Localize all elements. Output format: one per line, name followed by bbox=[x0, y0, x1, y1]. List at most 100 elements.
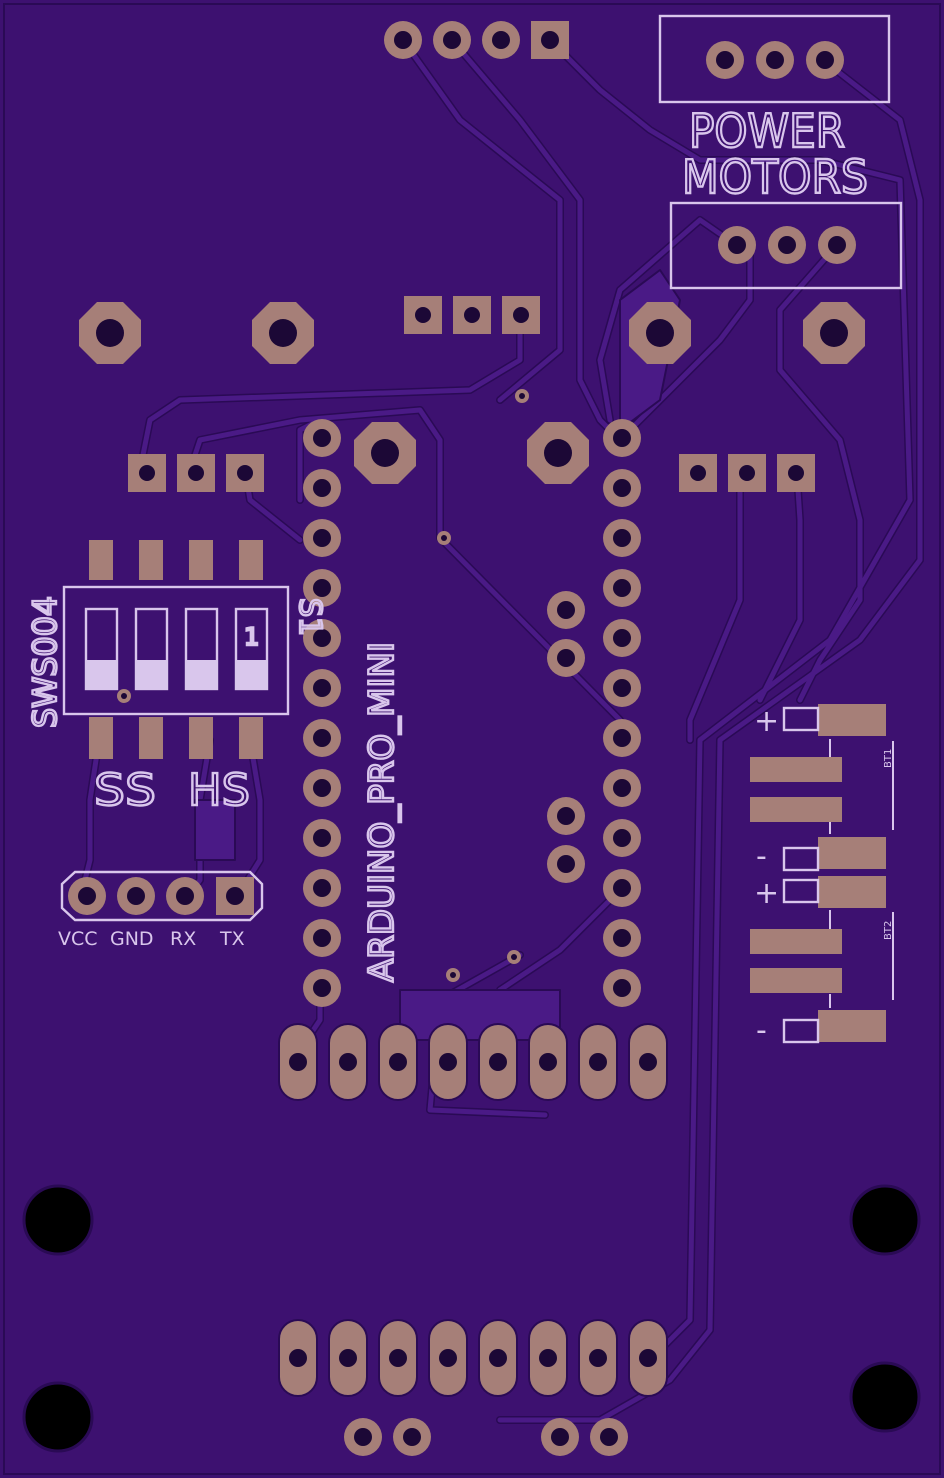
dip-switch-outline bbox=[62, 585, 290, 716]
switch-slot bbox=[184, 607, 219, 691]
octagon-pad bbox=[527, 422, 589, 484]
gnd-label: GND bbox=[110, 928, 154, 950]
pad bbox=[303, 719, 341, 757]
bt1-minus: - bbox=[756, 839, 767, 874]
oval-pad bbox=[478, 1023, 518, 1101]
oval-pad bbox=[528, 1023, 568, 1101]
switch-slot bbox=[84, 607, 119, 691]
square-pad bbox=[404, 296, 442, 334]
mounting-hole bbox=[849, 1184, 921, 1256]
switch-slot bbox=[234, 607, 269, 691]
pad bbox=[603, 519, 641, 557]
pad bbox=[303, 469, 341, 507]
oval-pad bbox=[478, 1319, 518, 1397]
via bbox=[515, 389, 529, 403]
pad bbox=[768, 226, 806, 264]
pad bbox=[603, 469, 641, 507]
oval-pad bbox=[628, 1319, 668, 1397]
vias bbox=[117, 389, 529, 982]
via bbox=[437, 531, 451, 545]
header-3pin-right bbox=[679, 454, 815, 492]
octagon-pad bbox=[79, 302, 141, 364]
rx-label: RX bbox=[170, 928, 196, 950]
pad bbox=[603, 769, 641, 807]
serial-header-outline bbox=[60, 870, 264, 922]
pad bbox=[603, 969, 641, 1007]
square-pad bbox=[216, 877, 254, 915]
pad bbox=[718, 226, 756, 264]
pad bbox=[303, 969, 341, 1007]
octagon-pad bbox=[803, 302, 865, 364]
pad bbox=[818, 226, 856, 264]
pad bbox=[303, 519, 341, 557]
pad bbox=[303, 669, 341, 707]
pad bbox=[166, 877, 204, 915]
pad bbox=[68, 877, 106, 915]
pad bbox=[547, 845, 585, 883]
pad bbox=[117, 877, 155, 915]
pad bbox=[303, 819, 341, 857]
square-pad bbox=[777, 454, 815, 492]
bt2-plus: + bbox=[754, 876, 779, 911]
square-pad bbox=[502, 296, 540, 334]
battery-bt2: + - BT2 bbox=[750, 876, 894, 1048]
oval-pad bbox=[428, 1023, 468, 1101]
motors-connector-outline bbox=[669, 201, 903, 290]
oval-pad bbox=[628, 1023, 668, 1101]
board-outline bbox=[3, 3, 941, 1475]
oval-pad-row-lower bbox=[278, 1319, 668, 1397]
pad bbox=[756, 41, 794, 79]
oval-pad bbox=[528, 1319, 568, 1397]
via bbox=[446, 968, 460, 982]
motors-connector bbox=[669, 201, 903, 290]
pad bbox=[603, 719, 641, 757]
via bbox=[117, 689, 131, 703]
arduino-label: ARDUINO_PRO_MINI bbox=[362, 642, 402, 982]
pad bbox=[433, 21, 471, 59]
pad bbox=[303, 919, 341, 957]
switch-side-label: S1 bbox=[292, 598, 327, 636]
pad bbox=[303, 569, 341, 607]
hs-label: HS bbox=[188, 765, 250, 816]
oval-pad bbox=[328, 1023, 368, 1101]
oval-pad bbox=[278, 1023, 318, 1101]
pad bbox=[344, 1418, 382, 1456]
arduino-left-pins bbox=[303, 419, 341, 1007]
pad bbox=[590, 1418, 628, 1456]
square-pad bbox=[226, 454, 264, 492]
pad bbox=[603, 619, 641, 657]
motors-label: MOTORS bbox=[682, 150, 868, 204]
arduino-right-pins bbox=[603, 419, 641, 1007]
octagon-pad bbox=[252, 302, 314, 364]
mounting-hole bbox=[22, 1381, 94, 1453]
bt1-label: BT1 bbox=[883, 749, 894, 768]
pad bbox=[603, 869, 641, 907]
power-connector-outline bbox=[658, 14, 891, 104]
oval-pad bbox=[328, 1319, 368, 1397]
oval-pad bbox=[428, 1319, 468, 1397]
mounting-hole bbox=[849, 1361, 921, 1433]
octagon-pads bbox=[79, 302, 865, 484]
mounting-holes bbox=[22, 1184, 921, 1453]
oval-pad bbox=[378, 1023, 418, 1101]
bt2-minus: - bbox=[756, 1013, 767, 1048]
pad bbox=[603, 819, 641, 857]
square-pad bbox=[728, 454, 766, 492]
square-pad bbox=[177, 454, 215, 492]
octagon-pad bbox=[629, 302, 691, 364]
square-pad bbox=[531, 21, 569, 59]
square-pad bbox=[679, 454, 717, 492]
pad bbox=[303, 419, 341, 457]
pad bbox=[547, 639, 585, 677]
top-header bbox=[384, 21, 569, 59]
bt1-plus: + bbox=[754, 704, 779, 739]
arduino-inner-pins bbox=[547, 591, 585, 883]
pad bbox=[393, 1418, 431, 1456]
pad bbox=[482, 21, 520, 59]
oval-pad bbox=[378, 1319, 418, 1397]
switch-slot bbox=[134, 607, 169, 691]
switch-part-label: SWS004 bbox=[26, 596, 64, 728]
oval-pad-row-upper bbox=[278, 1023, 668, 1101]
switch-position-1: 1 bbox=[244, 623, 259, 651]
